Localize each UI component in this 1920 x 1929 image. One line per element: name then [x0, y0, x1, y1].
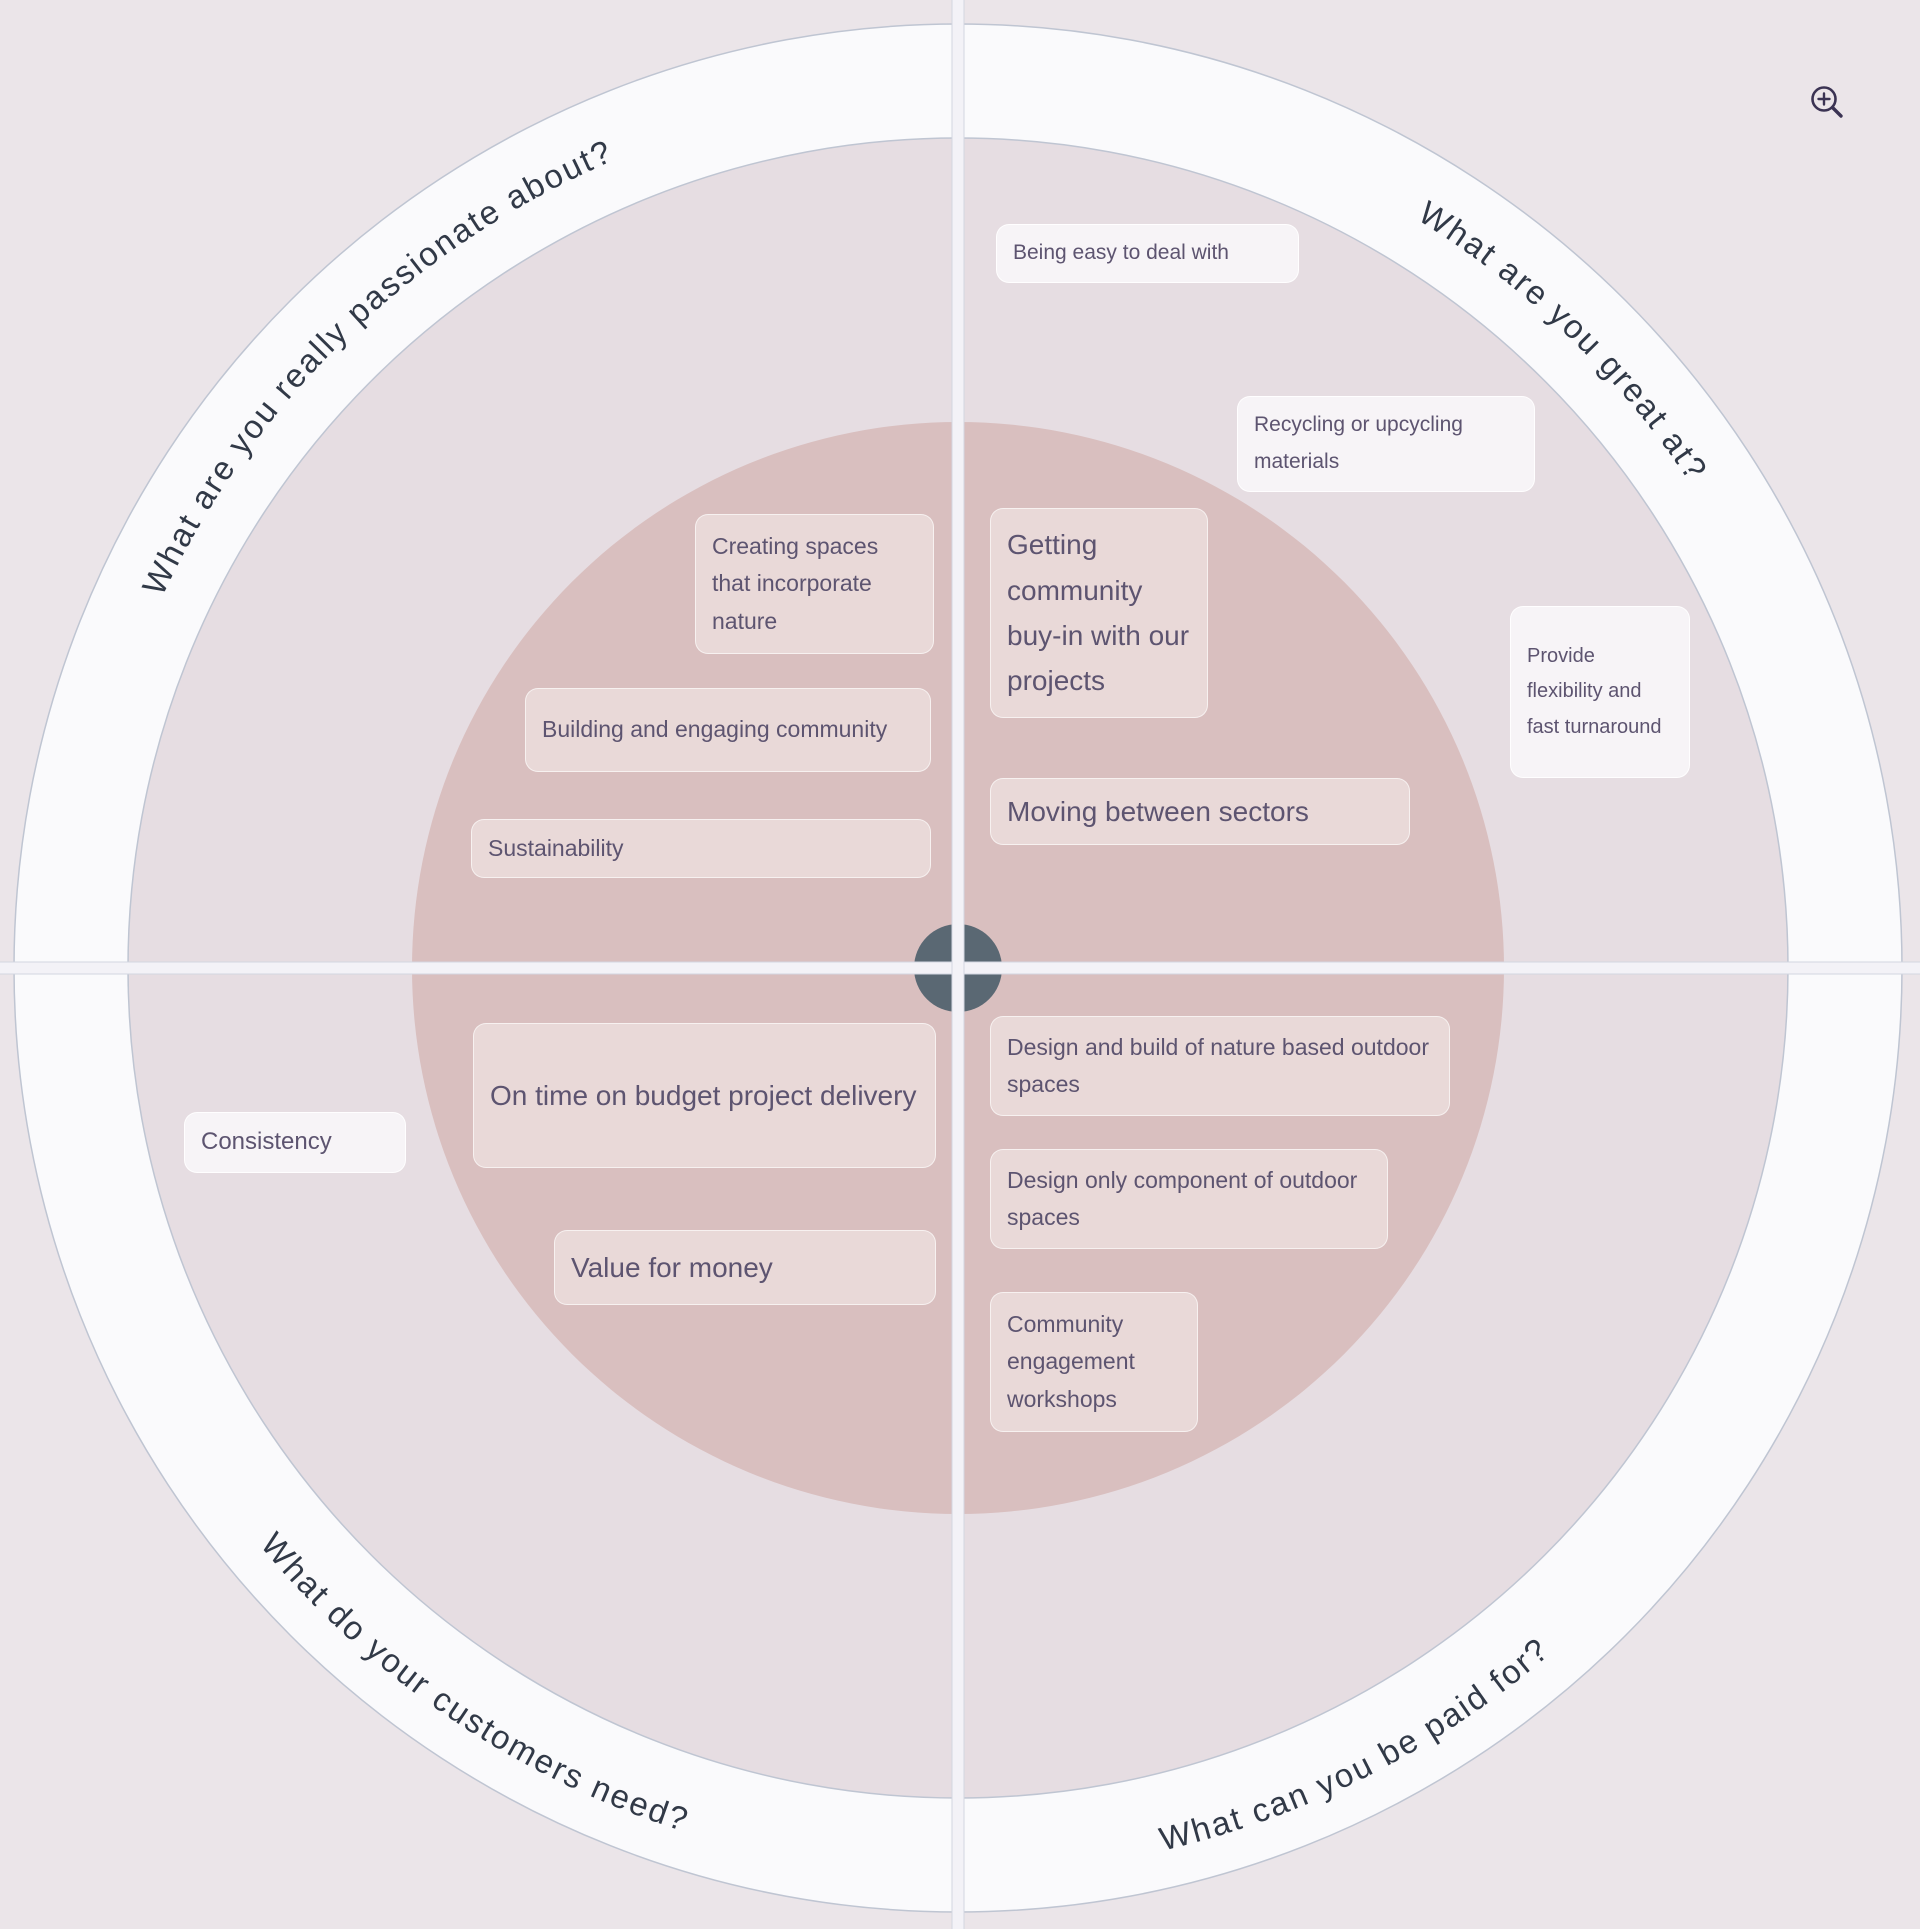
sticky-note[interactable]: Creating spaces that incorporate nature	[695, 514, 934, 654]
sticky-note-text: Value for money	[571, 1251, 773, 1283]
sticky-note-text: Design and build of nature based outdoor…	[1007, 1033, 1429, 1097]
sticky-note-text: Community engagement workshops	[1007, 1311, 1135, 1412]
sticky-note[interactable]: Moving between sectors	[990, 778, 1410, 846]
sticky-note[interactable]: Community engagement workshops	[990, 1292, 1198, 1432]
sticky-note[interactable]: Being easy to deal with	[996, 224, 1299, 283]
sticky-note[interactable]: Consistency	[184, 1112, 406, 1173]
sticky-note[interactable]: Design and build of nature based outdoor…	[990, 1016, 1450, 1116]
sticky-note[interactable]: Getting community buy-in with our projec…	[990, 508, 1208, 718]
sticky-note[interactable]: Value for money	[554, 1230, 936, 1305]
sticky-note[interactable]: Building and engaging community	[525, 688, 931, 772]
sticky-note[interactable]: On time on budget project delivery	[473, 1023, 936, 1168]
sticky-note-text: Provide flexibility and fast turnaround	[1527, 644, 1662, 738]
sticky-note-text: On time on budget project delivery	[490, 1079, 917, 1111]
sticky-note-text: Sustainability	[488, 835, 624, 861]
sticky-note-text: Moving between sectors	[1007, 796, 1309, 827]
sticky-note[interactable]: Sustainability	[471, 819, 931, 879]
sticky-note-text: Recycling or upcycling materials	[1254, 413, 1463, 473]
sticky-note-text: Design only component of outdoor spaces	[1007, 1166, 1358, 1230]
sticky-note[interactable]: Design only component of outdoor spaces	[990, 1149, 1388, 1249]
zoom-in-magnifier-icon	[1811, 86, 1843, 118]
sticky-note[interactable]: Provide flexibility and fast turnaround	[1510, 606, 1690, 778]
sticky-note-text: Creating spaces that incorporate nature	[712, 533, 879, 634]
sticky-note-text: Being easy to deal with	[1013, 241, 1229, 264]
zoom-in-button[interactable]	[1806, 82, 1850, 126]
sticky-note[interactable]: Recycling or upcycling materials	[1237, 396, 1535, 492]
sticky-note-text: Building and engaging community	[542, 716, 888, 743]
sticky-note-text: Consistency	[201, 1128, 332, 1155]
vertical-divider	[951, 0, 965, 1929]
sticky-note-text: Getting community buy-in with our projec…	[1007, 529, 1190, 697]
